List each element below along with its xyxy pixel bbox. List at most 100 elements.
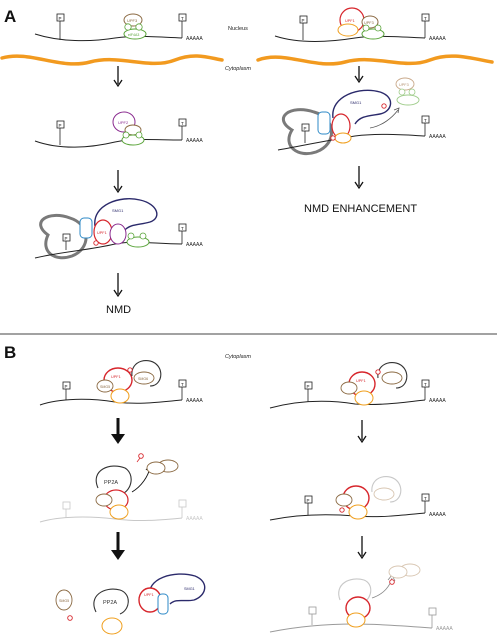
smg-protein	[109, 504, 129, 520]
release-arrow	[131, 467, 151, 493]
svg-text:P: P	[302, 18, 305, 23]
nuclear-envelope-left	[0, 54, 224, 66]
upf2-protein	[109, 223, 127, 245]
smg7-protein	[377, 362, 408, 389]
svg-text:P: P	[59, 16, 62, 21]
svg-text:eIF4A3: eIF4A3	[128, 33, 139, 37]
a-left-row3: P T AAAAA SMG1 UPF1	[34, 198, 203, 260]
svg-text:AAAAA: AAAAA	[429, 398, 446, 404]
pp2a-free	[93, 588, 129, 615]
upf3-protein	[123, 13, 143, 27]
smg7-protein	[131, 360, 162, 387]
svg-text:AAAAA: AAAAA	[186, 242, 203, 248]
phosphate-mark	[339, 507, 345, 513]
a-right-row2: P T AAAAA SMG1 UPF3	[277, 77, 446, 155]
b-left-row3: SMG5 PP2A SMG1 UPF1	[55, 573, 206, 635]
svg-text:SMG1: SMG1	[112, 208, 124, 213]
ejc-complex	[126, 236, 150, 248]
mrna-strand	[269, 399, 426, 409]
panel-a-letter: A	[4, 7, 16, 26]
svg-text:SMG1: SMG1	[184, 587, 195, 591]
pp2a-protein	[95, 465, 132, 495]
b-right-row2: P T AAAAA	[269, 476, 446, 521]
phosphate-mark	[381, 103, 387, 109]
svg-text:P: P	[307, 384, 310, 389]
cytoplasm-label-a: Cytoplasm	[225, 66, 251, 72]
svg-text:P: P	[65, 236, 68, 241]
svg-text:T: T	[424, 16, 427, 21]
mrna-strand	[34, 33, 183, 42]
cbp-protein	[79, 217, 93, 239]
mrna-strand	[277, 133, 426, 151]
svg-text:AAAAA: AAAAA	[186, 36, 203, 42]
phosphate-mark	[127, 367, 133, 373]
svg-text:T: T	[181, 16, 184, 21]
svg-text:UPF1: UPF1	[111, 375, 121, 379]
svg-text:AAAAA: AAAAA	[186, 398, 203, 404]
svg-text:UPF3: UPF3	[127, 18, 138, 23]
smg6-faded	[373, 487, 395, 501]
svg-text:T: T	[424, 118, 427, 123]
svg-text:UPF1: UPF1	[345, 19, 355, 23]
svg-text:AAAAA: AAAAA	[436, 626, 453, 632]
phosphate-mark	[375, 369, 381, 375]
svg-text:UPF3: UPF3	[399, 83, 409, 87]
b-left-row1: P T AAAAA UPF1 SMG5 SMG6	[39, 360, 203, 406]
released-ejc	[396, 94, 420, 106]
phosphate-released	[138, 453, 144, 459]
smg1-protein	[148, 573, 206, 605]
smg6-protein	[133, 371, 155, 385]
smg5-protein	[95, 493, 113, 507]
svg-text:P: P	[307, 498, 310, 503]
b-right-row1: P T AAAAA UPF1	[269, 362, 446, 409]
smg-free	[101, 617, 123, 635]
smg-protein	[354, 390, 374, 406]
svg-text:AAAAA: AAAAA	[186, 516, 203, 522]
mrna-strand	[34, 139, 183, 148]
svg-text:SMG5: SMG5	[59, 599, 69, 603]
svg-text:SMG5: SMG5	[100, 385, 110, 389]
phosphate-mark	[93, 240, 99, 246]
released-smg7-faded	[388, 565, 408, 579]
svg-text:UPF1: UPF1	[144, 593, 154, 597]
smg5-free	[55, 589, 73, 611]
ejc-complex	[361, 28, 385, 40]
svg-text:AAAAA: AAAAA	[429, 134, 446, 140]
cbp-protein	[317, 111, 331, 135]
phosphate-released	[389, 579, 395, 585]
a-left-row2: P T AAAAA UPF2	[34, 111, 203, 148]
release-arrow	[371, 577, 393, 599]
nuclear-envelope-right	[256, 54, 494, 66]
pp2a-faded	[338, 578, 372, 603]
svg-text:T: T	[181, 226, 184, 231]
smg-protein	[346, 612, 366, 628]
smg-protein	[337, 23, 359, 37]
svg-text:P: P	[65, 384, 68, 389]
b-left-row2: AAAAA PP2A	[39, 453, 203, 523]
smg5-protein	[96, 379, 114, 393]
ribosome	[281, 108, 333, 155]
b-right-row3: AAAAA	[269, 563, 453, 633]
svg-text:UPF3: UPF3	[364, 21, 374, 25]
mrna-strand	[274, 35, 426, 42]
smg1-protein	[94, 198, 158, 231]
panel-b-letter: B	[4, 343, 16, 362]
nmd-enhancement-label: NMD ENHANCEMENT	[304, 203, 417, 215]
svg-text:SMG1: SMG1	[350, 100, 362, 105]
pp2a-label: PP2A	[104, 480, 118, 486]
smg-protein	[348, 504, 368, 520]
a-right-row1: P T AAAAA UPF1 UPF3	[274, 7, 446, 42]
svg-text:AAAAA: AAAAA	[429, 36, 446, 42]
svg-text:AAAAA: AAAAA	[186, 138, 203, 144]
svg-text:SMG6: SMG6	[138, 377, 148, 381]
svg-text:T: T	[181, 382, 184, 387]
svg-text:T: T	[181, 121, 184, 126]
released-smg7	[146, 461, 166, 475]
phosphate-free	[67, 615, 73, 621]
svg-text:P: P	[59, 123, 62, 128]
smg-protein	[110, 388, 130, 404]
svg-text:T: T	[424, 382, 427, 387]
phosphate-mark	[330, 135, 336, 141]
nucleus-label: Nucleus	[228, 26, 248, 32]
